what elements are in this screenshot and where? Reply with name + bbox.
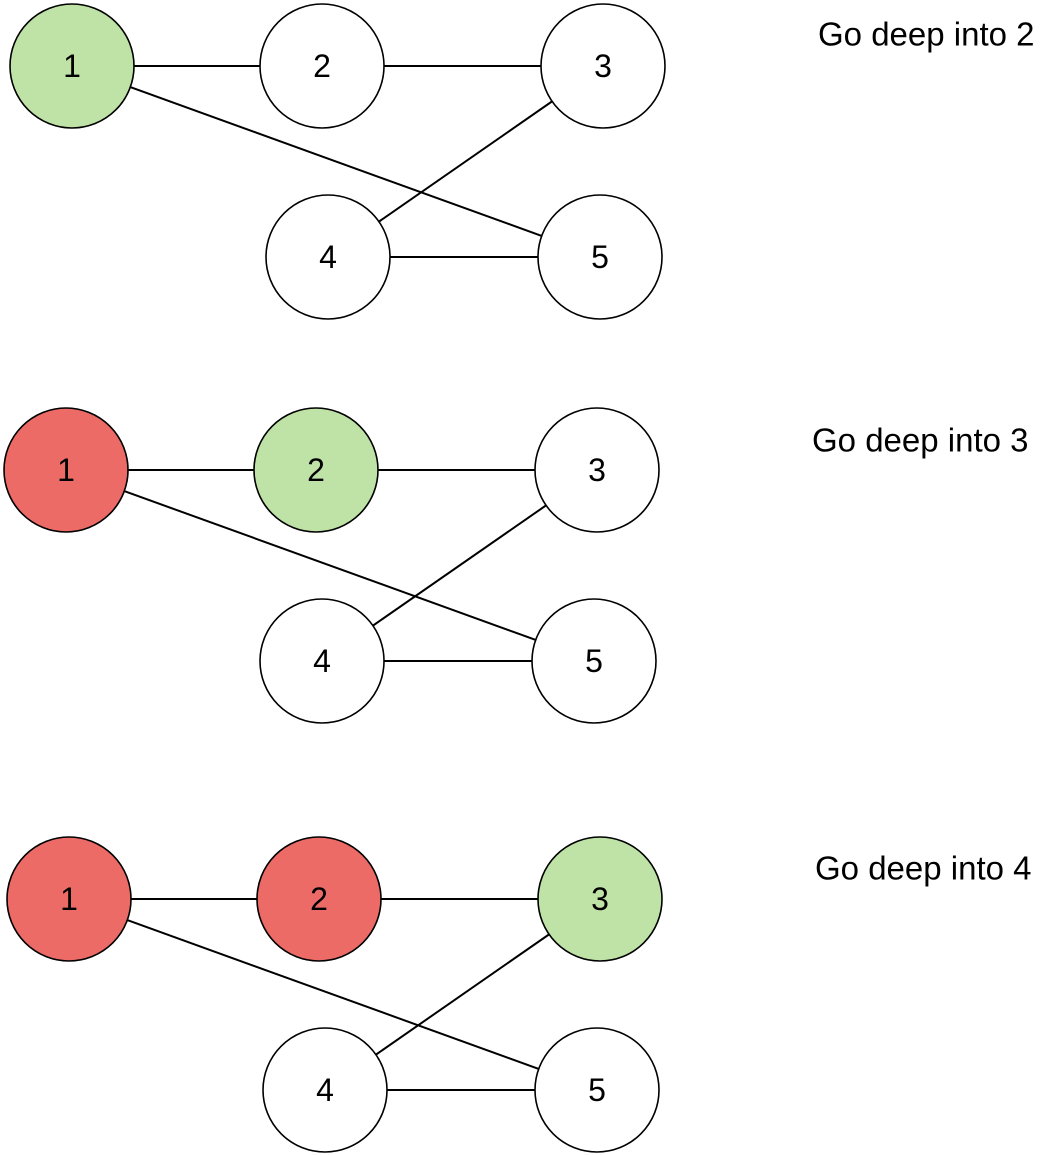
node-label: 4 [313,643,331,679]
node-label: 2 [310,881,328,917]
edge-1-5 [126,919,540,1070]
node-circle [534,407,660,533]
graph-node-2: 2 [259,3,385,129]
edge-3-4 [378,100,553,223]
step-caption: Go deep into 3 [812,422,1029,459]
node-label: 3 [591,881,609,917]
graph-node-4: 4 [262,1027,388,1153]
node-circle [537,836,663,962]
node-circle [265,194,391,320]
node-circle [531,598,657,724]
graph-node-3: 3 [534,407,660,533]
graph-node-4: 4 [265,194,391,320]
node-label: 3 [588,452,606,488]
graph-node-2: 2 [256,836,382,962]
edge-3-4 [372,504,547,627]
node-label: 5 [585,643,603,679]
step-caption: Go deep into 2 [818,16,1035,53]
node-label: 5 [591,239,609,275]
node-label: 3 [594,48,612,84]
graph-node-1: 1 [9,3,135,129]
dfs-step-panel: 1 2 3 4 5 Go deep into 4 [6,836,1032,1153]
node-label: 1 [60,881,78,917]
node-circle [262,1027,388,1153]
node-circle [537,194,663,320]
node-circle [256,836,382,962]
node-circle [259,598,385,724]
dfs-step-panel: 1 2 3 4 5 Go deep into 3 [3,407,1029,724]
graph-node-2: 2 [253,407,379,533]
graph-node-1: 1 [3,407,129,533]
node-label: 4 [319,239,337,275]
edge-3-4 [375,933,550,1056]
node-label: 4 [316,1072,334,1108]
node-label: 2 [307,452,325,488]
node-circle [9,3,135,129]
node-circle [253,407,379,533]
node-circle [534,1027,660,1153]
node-circle [3,407,129,533]
graph-node-5: 5 [537,194,663,320]
graph-node-1: 1 [6,836,132,962]
node-circle [540,3,666,129]
graph-node-4: 4 [259,598,385,724]
edge-1-5 [123,490,537,641]
node-label: 1 [63,48,81,84]
graph-node-3: 3 [537,836,663,962]
dfs-step-panel: 1 2 3 4 5 Go deep into 2 [9,3,1035,320]
graph-node-3: 3 [540,3,666,129]
node-circle [259,3,385,129]
node-circle [6,836,132,962]
graph-node-5: 5 [531,598,657,724]
step-caption: Go deep into 4 [815,850,1032,887]
node-label: 1 [57,452,75,488]
graph-node-5: 5 [534,1027,660,1153]
edge-1-5 [129,86,543,237]
node-label: 2 [313,48,331,84]
node-label: 5 [588,1072,606,1108]
